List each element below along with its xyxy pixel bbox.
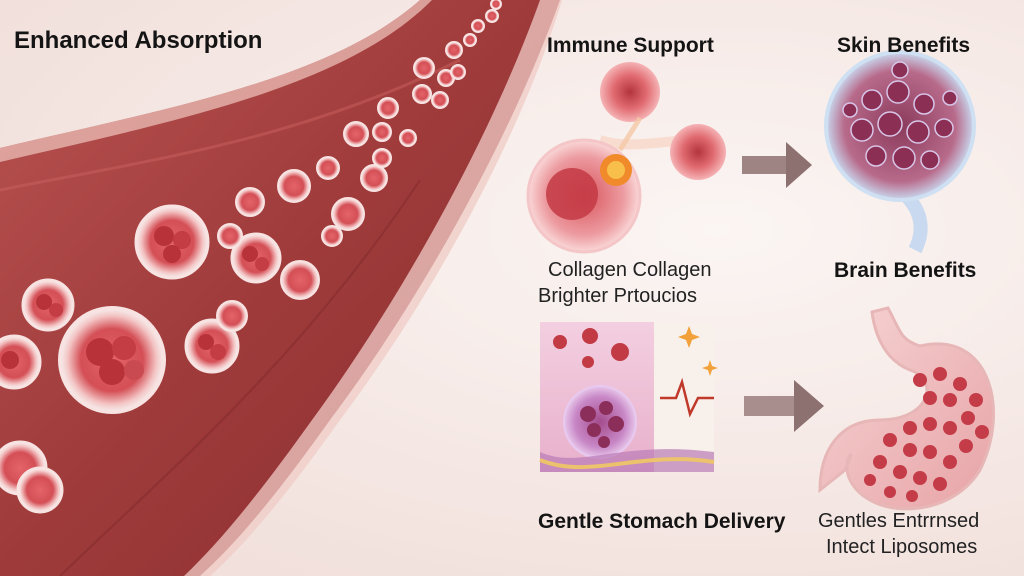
brain-benefits-heading: Brain Benefits bbox=[834, 259, 977, 282]
skin-sphere bbox=[824, 50, 976, 254]
collagen-caption-line2: Brighter Prtoucios bbox=[538, 285, 697, 307]
enhanced-absorption-heading: Enhanced Absorption bbox=[14, 27, 263, 54]
immune-support-heading: Immune Support bbox=[547, 34, 714, 57]
skin-benefits-heading: Skin Benefits bbox=[837, 34, 971, 57]
arrow-top bbox=[742, 142, 812, 188]
collagen-caption-line1: Collagen Collagen bbox=[548, 259, 712, 281]
gentles-caption-line1: Gentles Entrrnsed bbox=[818, 510, 980, 532]
gentles-caption-line2: Intect Liposomes bbox=[826, 536, 978, 558]
gentle-stomach-heading: Gentle Stomach Delivery bbox=[538, 510, 786, 533]
immune-cells bbox=[526, 62, 726, 254]
stomach bbox=[818, 306, 995, 511]
blood-vessel bbox=[0, 0, 562, 576]
liposome-bubbles bbox=[0, 0, 502, 514]
delivery-panel bbox=[539, 322, 718, 472]
arrow-bottom bbox=[744, 380, 824, 432]
